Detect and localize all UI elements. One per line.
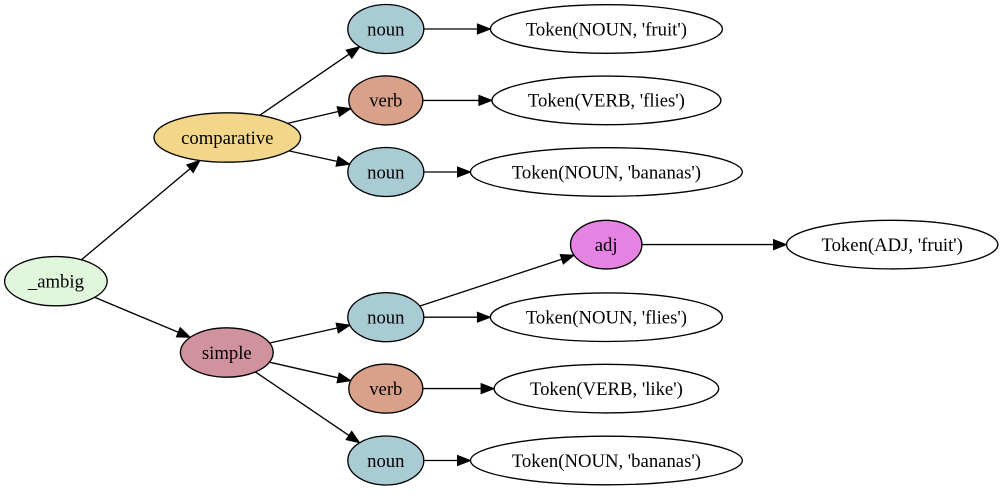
edge-noun-a-to-tok-noun-fruit [423, 23, 492, 35]
node-noun-c: noun [347, 146, 425, 198]
edge-simple-to-verb-f [269, 361, 353, 384]
node-ellipse [785, 219, 999, 270]
edge-noun-g-to-tok-noun-bananas2 [423, 454, 472, 467]
node-tok-verb-like: Token(VERB, 'like') [493, 363, 720, 414]
node-ellipse [347, 3, 425, 55]
edge-comparative-to-noun-c [288, 150, 352, 167]
edge-line [259, 53, 350, 116]
edge-ambig-to-simple [94, 296, 192, 338]
arrowhead-icon [773, 238, 788, 251]
node-label: Token(NOUN, 'flies') [526, 308, 687, 329]
node-label: noun [367, 162, 405, 183]
arrowhead-icon [476, 23, 492, 35]
node-noun-a: noun [347, 3, 425, 55]
edge-adj-to-tok-adj-fruit [641, 238, 788, 251]
arrowhead-icon [476, 311, 492, 323]
arrowhead-icon [336, 106, 353, 118]
edge-noun-e-to-tok-noun-flies [423, 311, 492, 323]
edge-line [94, 296, 179, 333]
node-label: Token(NOUN, 'bananas') [512, 451, 701, 472]
node-label: verb [369, 91, 402, 112]
node-ellipse [3, 255, 108, 307]
node-ellipse [569, 219, 643, 270]
node-tok-noun-bananas1: Token(NOUN, 'bananas') [469, 147, 743, 197]
arrowhead-icon [335, 155, 352, 167]
edge-comparative-to-noun-a [259, 46, 361, 116]
arrowhead-icon [559, 253, 576, 265]
node-ellipse [347, 435, 425, 486]
node-label: Token(NOUN, 'fruit') [526, 19, 687, 40]
node-label: Token(NOUN, 'bananas') [512, 162, 701, 183]
node-label: comparative [181, 128, 273, 149]
node-ellipse [469, 435, 743, 486]
edge-verb-b-to-tok-verb-flies [422, 94, 494, 107]
edge-comparative-to-verb-b [287, 106, 353, 125]
node-label: noun [367, 19, 405, 40]
node-ellipse [347, 146, 425, 198]
edge-simple-to-noun-g [255, 371, 361, 444]
node-ellipse [179, 327, 274, 378]
node-tok-noun-flies: Token(NOUN, 'flies') [489, 292, 724, 343]
node-label: noun [367, 308, 405, 329]
arrowhead-icon [336, 372, 353, 384]
node-label: adj [595, 235, 618, 256]
arrowhead-icon [480, 382, 496, 395]
node-ellipse [348, 75, 424, 126]
arrowhead-icon [185, 159, 202, 174]
node-verb-b: verb [348, 75, 424, 126]
arrowhead-icon [345, 46, 361, 60]
node-label: Token(ADJ, 'fruit') [821, 235, 962, 256]
node-label: _ambig [27, 272, 84, 293]
edge-line [269, 327, 338, 344]
node-ellipse [153, 112, 302, 163]
node-noun-e: noun [347, 292, 425, 343]
edge-line [419, 258, 562, 307]
node-label: simple [202, 343, 252, 364]
node-noun-g: noun [347, 435, 425, 486]
node-ellipse [347, 292, 425, 343]
node-verb-f: verb [348, 363, 424, 414]
node-simple: simple [179, 327, 274, 378]
node-label: Token(VERB, 'flies') [528, 91, 685, 112]
edge-line [287, 110, 339, 125]
arrowhead-icon [175, 326, 192, 338]
node-ellipse [489, 292, 724, 343]
node-ambig: _ambig [3, 255, 108, 307]
node-ellipse [493, 363, 720, 414]
node-adj: adj [569, 219, 643, 270]
node-ellipse [489, 4, 724, 54]
edge-noun-e-to-adj [419, 253, 576, 307]
edge-verb-f-to-tok-verb-like [422, 382, 496, 395]
arrowhead-icon [457, 166, 472, 178]
node-tok-noun-fruit: Token(NOUN, 'fruit') [489, 4, 724, 54]
arrowhead-icon [345, 430, 361, 444]
node-label: noun [367, 451, 405, 472]
edge-line [255, 371, 350, 436]
arrowhead-icon [457, 454, 472, 467]
node-ellipse [348, 363, 424, 414]
arrowhead-icon [335, 322, 352, 334]
edge-line [80, 168, 191, 261]
node-label: verb [369, 379, 402, 400]
node-ellipse [491, 75, 722, 126]
edge-ambig-to-comparative [80, 159, 202, 261]
edge-line [288, 150, 338, 163]
node-tok-adj-fruit: Token(ADJ, 'fruit') [785, 219, 999, 270]
node-comparative: comparative [153, 112, 302, 163]
node-tok-noun-bananas2: Token(NOUN, 'bananas') [469, 435, 743, 486]
edge-noun-c-to-tok-noun-bananas1 [423, 166, 472, 178]
edge-simple-to-noun-e [269, 322, 352, 344]
node-tok-verb-flies: Token(VERB, 'flies') [491, 75, 722, 126]
arrowhead-icon [478, 94, 494, 107]
node-label: Token(VERB, 'like') [530, 379, 683, 400]
node-ellipse [469, 147, 743, 197]
edge-line [269, 361, 339, 379]
